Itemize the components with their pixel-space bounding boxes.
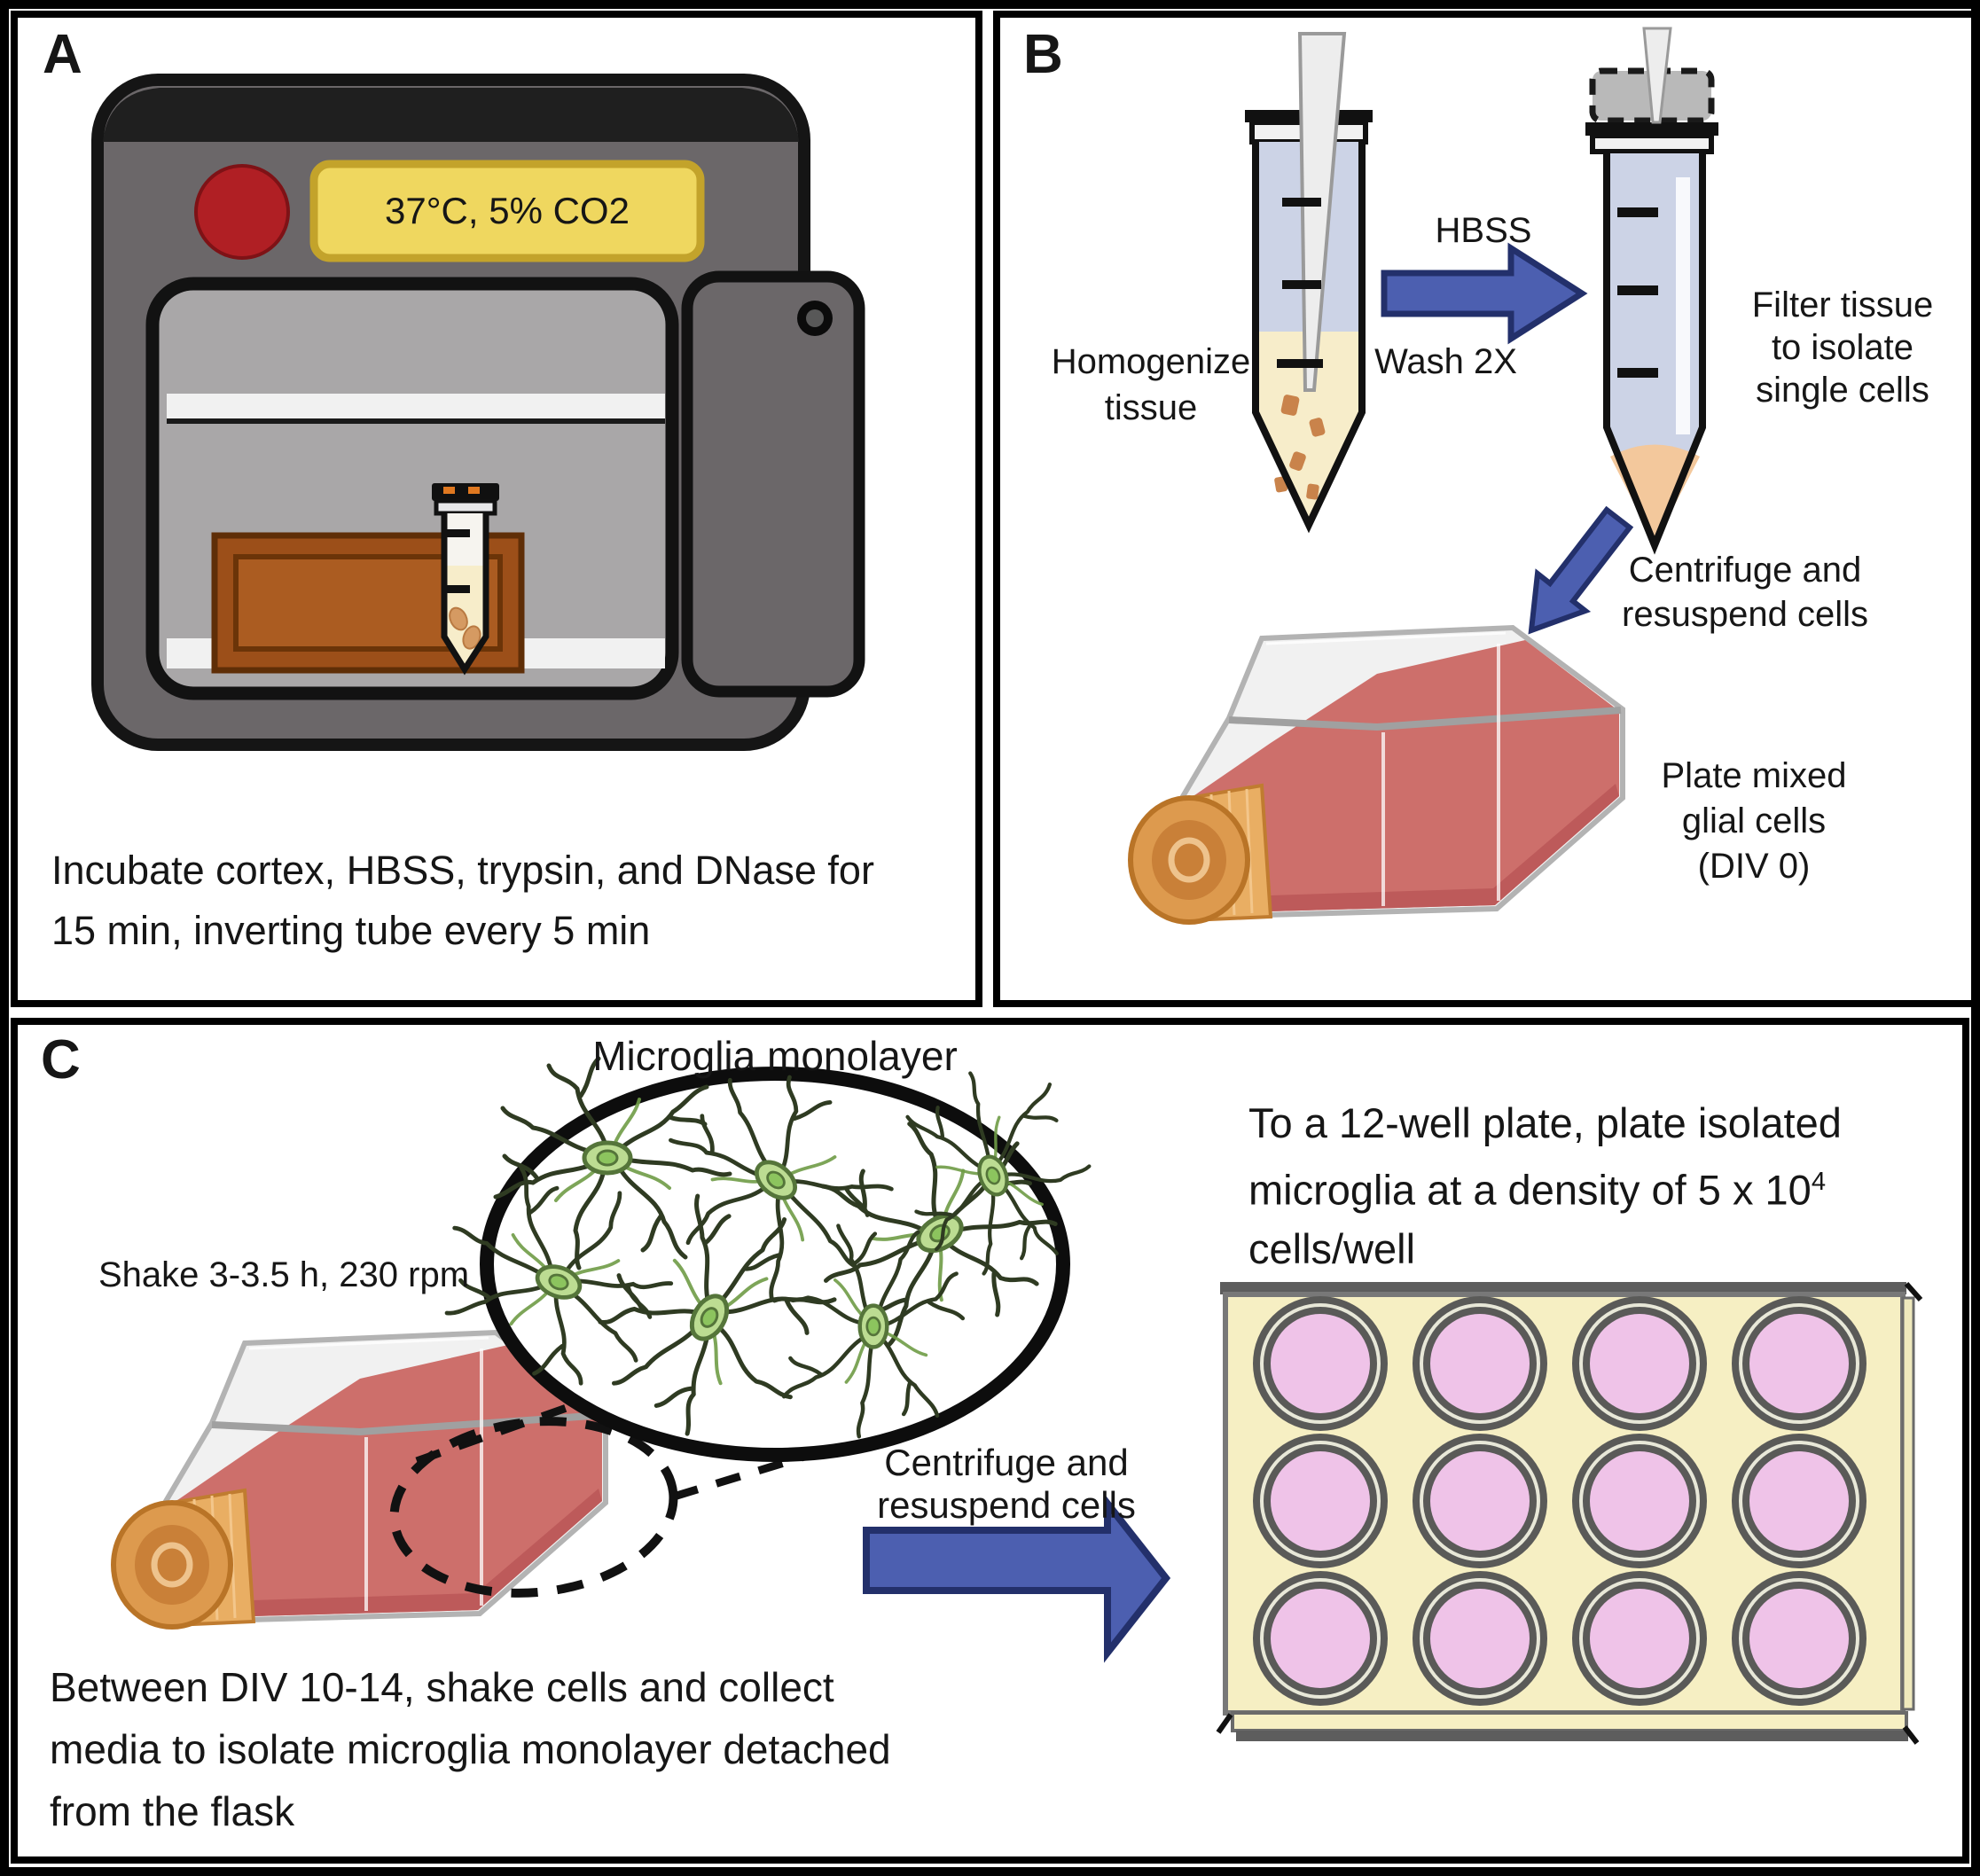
panel-c-illustration	[111, 1025, 1923, 1745]
panel-c-caption-line3: from the flask	[50, 1788, 295, 1834]
shelf-top	[167, 394, 665, 418]
centrifuge-label-c-line2: resuspend cells	[877, 1484, 1136, 1526]
panel-a: A 37°C, 5% CO2 Incubate cortex, HBSS, tr…	[11, 11, 982, 1007]
power-light-icon	[194, 164, 290, 260]
temperature-display	[309, 160, 705, 262]
hbss-label: HBSS	[1435, 211, 1532, 250]
plate-mixed-label-line1: Plate mixed	[1661, 756, 1847, 795]
incubating-tube-icon	[432, 483, 499, 676]
panel-c-caption-line1: Between DIV 10-14, shake cells and colle…	[50, 1664, 834, 1710]
panel-c-label: C	[41, 1029, 81, 1090]
incubator-icon	[91, 74, 865, 751]
density-text-line2: microglia at a density of 5 x 104	[1248, 1153, 1949, 1220]
homogenize-tube-icon	[1245, 32, 1373, 534]
plate-mixed-label-line3: (DIV 0)	[1697, 847, 1811, 886]
panel-a-caption-line2: 15 min, inverting tube every 5 min	[51, 907, 651, 953]
panel-b: B Homogenize tissue HBSS Wash 2X Filter …	[993, 11, 1971, 1007]
density-text-line1: To a 12-well plate, plate isolated	[1248, 1099, 1842, 1146]
density-text-line2-pre: microglia at a density of 5 x 10	[1248, 1166, 1812, 1214]
centrifuge-label-c: Centrifuge and resuspend cells	[856, 1442, 1157, 1527]
pipette-icon	[1297, 32, 1347, 392]
pipette-tip-icon	[1642, 27, 1672, 124]
microglia-monolayer-circle	[417, 1040, 1113, 1470]
culture-flask-icon	[1128, 624, 1625, 925]
filter-label-line2: to isolate	[1771, 328, 1914, 367]
density-text: To a 12-well plate, plate isolated micro…	[1248, 1094, 1949, 1278]
culture-flask-icon	[111, 1329, 608, 1630]
density-text-line2-sup: 4	[1811, 1168, 1827, 1196]
filter-label-line1: Filter tissue	[1751, 285, 1934, 324]
flask-cap-icon	[111, 1488, 256, 1630]
shake-label: Shake 3-3.5 h, 230 rpm	[98, 1255, 470, 1294]
plate-wells	[1253, 1296, 1867, 1706]
panel-a-caption: Incubate cortex, HBSS, trypsin, and DNas…	[51, 840, 874, 960]
homogenize-label: Homogenize tissue	[1027, 339, 1275, 431]
panel-c-caption-line2: media to isolate microglia monolayer det…	[50, 1726, 891, 1772]
panel-b-label: B	[1023, 24, 1063, 85]
flask-cap-icon	[1128, 783, 1273, 925]
arrow-right-icon	[863, 1493, 1171, 1663]
panel-a-label: A	[43, 24, 82, 85]
arrow-down-left-icon	[1528, 505, 1634, 635]
monolayer-title: Microglia monolayer	[592, 1033, 958, 1079]
filter-label-line3: single cells	[1756, 371, 1929, 410]
plate-mixed-label-line2: glial cells	[1681, 801, 1827, 840]
wash-label: Wash 2X	[1374, 342, 1517, 381]
filter-tube-icon	[1585, 27, 1718, 555]
incubator-display-text: 37°C, 5% CO2	[385, 190, 630, 231]
homogenize-label-line1: Homogenize	[1051, 342, 1251, 381]
panel-c-caption: Between DIV 10-14, shake cells and colle…	[50, 1656, 891, 1842]
incubator-illustration	[91, 74, 865, 751]
12-well-plate-icon	[1216, 1282, 1923, 1745]
tissue-pieces-icon	[1274, 395, 1326, 500]
panel-a-caption-line1: Incubate cortex, HBSS, trypsin, and DNas…	[51, 848, 874, 893]
centrifuge-label-b-line1: Centrifuge and	[1628, 551, 1862, 590]
panel-c: C Microglia monolayer Shake 3-3.5 h, 230…	[11, 1018, 1969, 1864]
centrifuge-label-b-line2: resuspend cells	[1622, 595, 1868, 634]
panel-b-illustration	[1128, 27, 1718, 925]
centrifuge-label-b: Centrifuge and resuspend cells	[1608, 548, 1882, 637]
door-handle-icon	[681, 270, 865, 698]
density-text-line3: cells/well	[1248, 1224, 1416, 1272]
arrow-right-icon	[1381, 242, 1588, 345]
homogenize-label-line2: tissue	[1104, 388, 1198, 427]
plate-mixed-label: Plate mixed glial cells (DIV 0)	[1630, 754, 1878, 889]
filter-label: Filter tissue to isolate single cells	[1723, 284, 1962, 411]
centrifuge-label-c-line1: Centrifuge and	[884, 1442, 1129, 1483]
